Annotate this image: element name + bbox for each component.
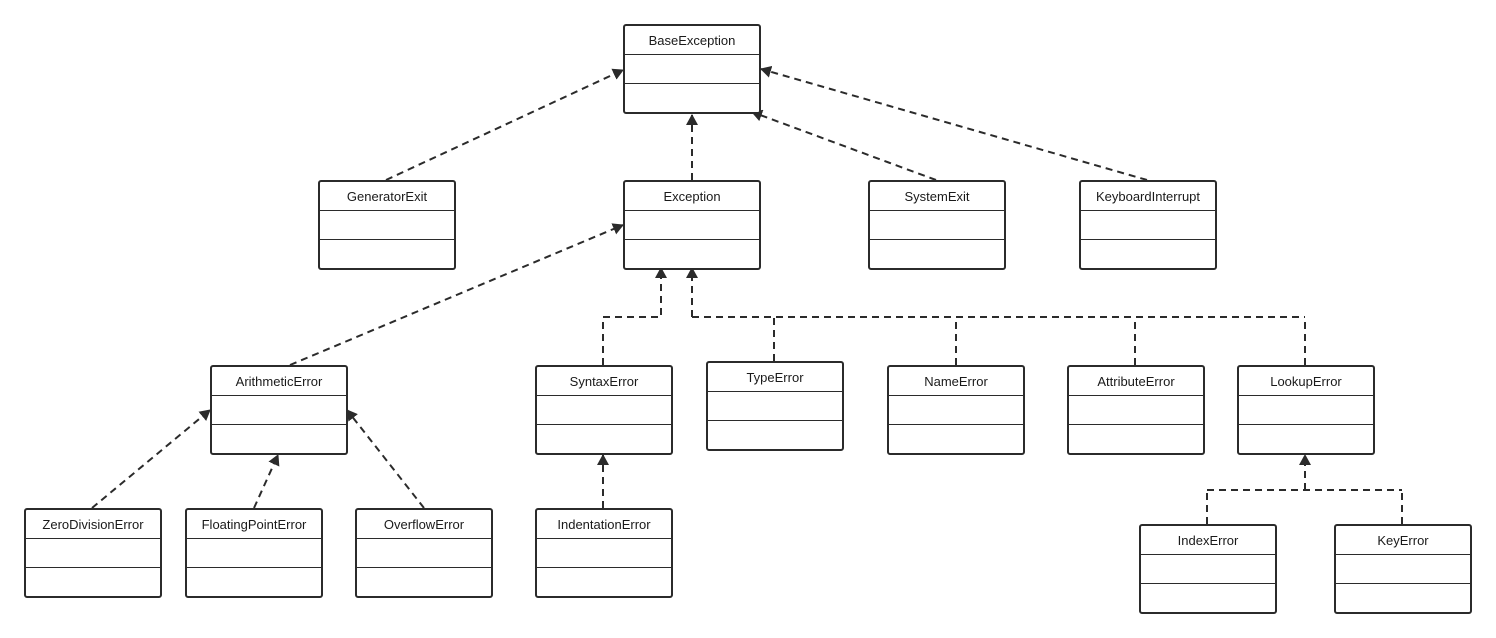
class-methods — [708, 421, 842, 449]
class-name: SystemExit — [870, 182, 1004, 211]
class-keyboard-interrupt[interactable]: KeyboardInterrupt — [1079, 180, 1217, 270]
edge-floatingpointerror-arithmeticerror — [253, 454, 280, 509]
class-floating-point-error[interactable]: FloatingPointError — [185, 508, 323, 598]
class-methods — [357, 568, 491, 596]
class-indentation-error[interactable]: IndentationError — [535, 508, 673, 598]
class-attributes — [889, 396, 1023, 425]
class-attributes — [357, 539, 491, 568]
class-name: OverflowError — [357, 510, 491, 539]
class-methods — [26, 568, 160, 596]
class-name: LookupError — [1239, 367, 1373, 396]
edge-keyboardinterrupt-baseexception — [760, 65, 1148, 181]
class-key-error[interactable]: KeyError — [1334, 524, 1472, 614]
class-attributes — [625, 211, 759, 240]
class-attributes — [212, 396, 346, 425]
class-methods — [870, 240, 1004, 268]
class-attributes — [1336, 555, 1470, 584]
class-methods — [1239, 425, 1373, 453]
edge-overflowerror-arithmeticerror — [346, 409, 425, 509]
class-name: IndentationError — [537, 510, 671, 539]
edge-arithmeticerror-exception — [289, 223, 624, 366]
class-name: GeneratorExit — [320, 182, 454, 211]
class-overflow-error[interactable]: OverflowError — [355, 508, 493, 598]
edge-syntaxerror-exception — [602, 267, 667, 365]
class-attributes — [1239, 396, 1373, 425]
class-name: ArithmeticError — [212, 367, 346, 396]
class-methods — [537, 568, 671, 596]
class-attributes — [537, 396, 671, 425]
class-name: KeyboardInterrupt — [1081, 182, 1215, 211]
class-attributes — [320, 211, 454, 240]
class-attribute-error[interactable]: AttributeError — [1067, 365, 1205, 455]
class-name: ZeroDivisionError — [26, 510, 160, 539]
class-name: IndexError — [1141, 526, 1275, 555]
class-name: SyntaxError — [537, 367, 671, 396]
class-methods — [1069, 425, 1203, 453]
class-attributes — [187, 539, 321, 568]
class-methods — [625, 84, 759, 112]
class-exception[interactable]: Exception — [623, 180, 761, 270]
class-syntax-error[interactable]: SyntaxError — [535, 365, 673, 455]
class-methods — [625, 240, 759, 268]
class-methods — [1141, 584, 1275, 612]
edge-systemexit-baseexception — [751, 109, 937, 181]
class-attributes — [708, 392, 842, 421]
class-attributes — [1081, 211, 1215, 240]
class-name: TypeError — [708, 363, 842, 392]
class-name: Exception — [625, 182, 759, 211]
class-methods — [1336, 584, 1470, 612]
class-lookup-error[interactable]: LookupError — [1237, 365, 1375, 455]
class-arithmetic-error[interactable]: ArithmeticError — [210, 365, 348, 455]
class-type-error[interactable]: TypeError — [706, 361, 844, 451]
class-zero-division-error[interactable]: ZeroDivisionError — [24, 508, 162, 598]
edge-zerodivisionerror-arithmeticerror — [91, 409, 211, 509]
class-system-exit[interactable]: SystemExit — [868, 180, 1006, 270]
class-methods — [889, 425, 1023, 453]
class-name: KeyError — [1336, 526, 1470, 555]
class-attributes — [625, 55, 759, 84]
class-base-exception[interactable]: BaseException — [623, 24, 761, 114]
class-name: FloatingPointError — [187, 510, 321, 539]
class-name: BaseException — [625, 26, 759, 55]
class-name: AttributeError — [1069, 367, 1203, 396]
class-methods — [187, 568, 321, 596]
class-attributes — [26, 539, 160, 568]
class-name-error[interactable]: NameError — [887, 365, 1025, 455]
class-attributes — [1069, 396, 1203, 425]
class-methods — [537, 425, 671, 453]
class-generator-exit[interactable]: GeneratorExit — [318, 180, 456, 270]
class-attributes — [1141, 555, 1275, 584]
class-name: NameError — [889, 367, 1023, 396]
class-attributes — [537, 539, 671, 568]
class-methods — [212, 425, 346, 453]
edge-generatorexit-baseexception — [385, 68, 624, 181]
class-index-error[interactable]: IndexError — [1139, 524, 1277, 614]
class-methods — [320, 240, 454, 268]
class-methods — [1081, 240, 1215, 268]
class-attributes — [870, 211, 1004, 240]
